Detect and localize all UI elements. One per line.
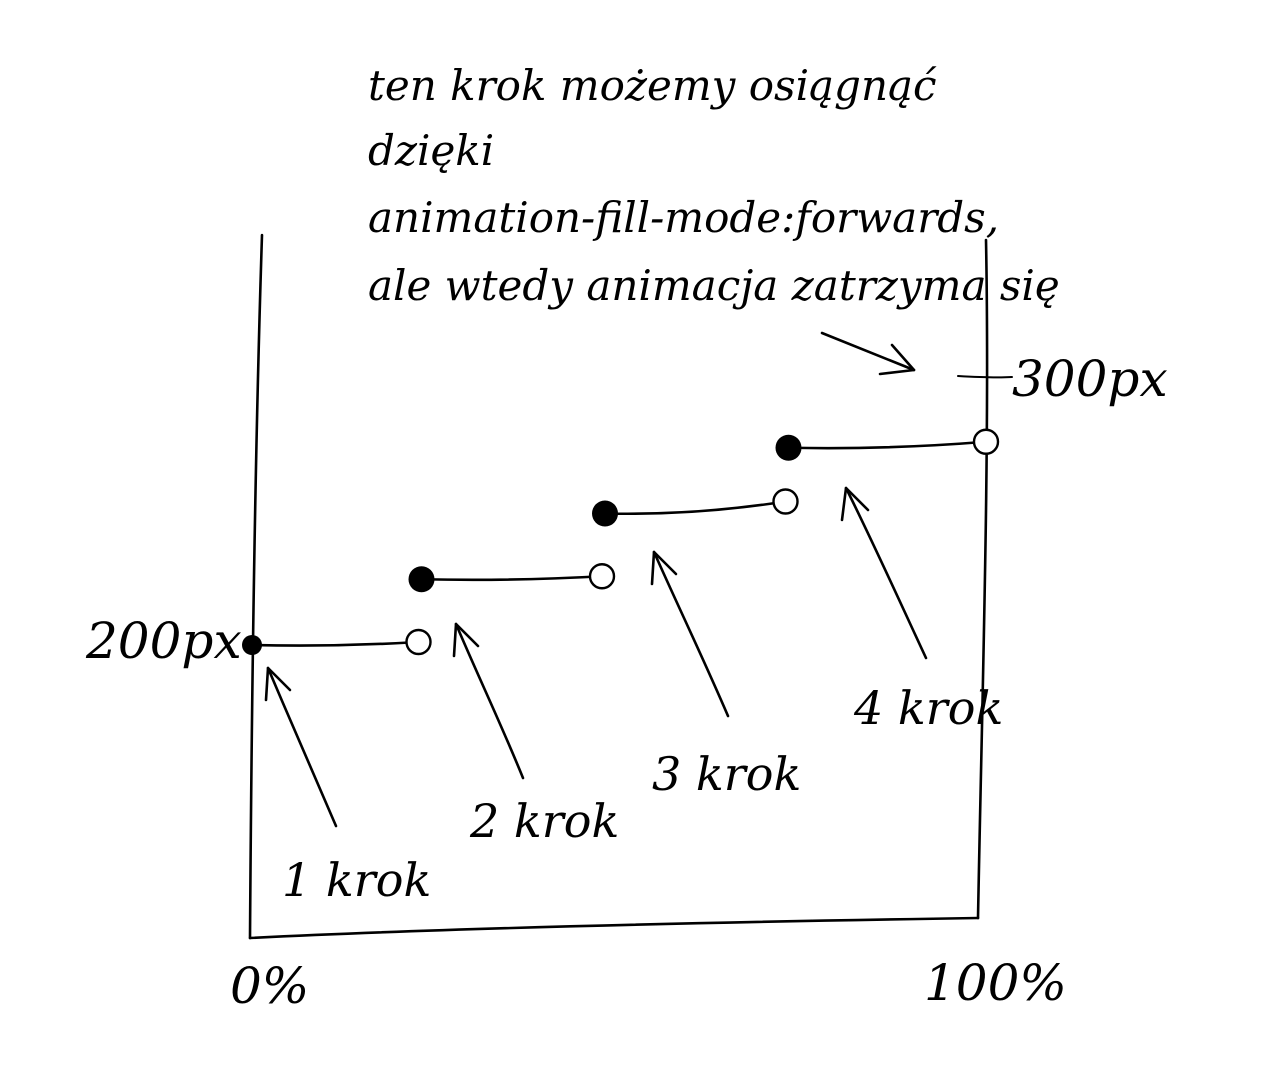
x-axis-end-label: 100% [924,954,1067,1012]
step-arrow-3-head [650,550,678,586]
y-axis-line [248,233,264,940]
step-end-marker-2 [588,563,616,590]
y-axis-low-label: 200px [85,612,242,670]
step-segment-line-2 [420,574,604,582]
x-axis-line [248,916,980,940]
step-start-marker-2 [408,566,435,593]
step-segment-line-1 [250,640,420,647]
axis-frame [248,233,989,940]
step-label-4: 4 krok [853,681,1003,735]
step-start-marker-1 [242,635,262,655]
step-arrow-1 [266,666,338,828]
x-axis-start-label: 0% [230,957,309,1015]
step-pointer-arrows [264,486,928,828]
step-segment-line-4 [787,440,988,450]
step-end-marker-1 [405,628,432,656]
step-label-1: 1 krok [282,853,431,907]
annotation-arrow [820,331,916,376]
step-start-marker-3 [592,500,618,527]
step-label-2: 2 krok [469,794,619,848]
step-arrow-2 [454,622,525,780]
annotation-arrow-head [878,343,916,376]
annotation-note: ten krok możemy osiągnąć dzięki animatio… [368,61,1060,310]
step-segment-line-3 [603,500,787,516]
annotation-arrow-shaft [820,331,916,372]
y-axis-high-label: 300px [1012,350,1168,408]
step-arrow-3 [652,550,730,718]
annotation-line-2: dzięki [368,126,494,175]
step-label-3: 3 krok [652,747,801,801]
step-arrow-2-head [452,622,480,658]
step-segments [242,428,1000,656]
step-arrow-4 [844,486,928,660]
step-arrow-1-head [264,666,292,702]
step-end-marker-4 [972,428,1000,455]
annotation-line-4: ale wtedy animacja zatrzyma się [368,261,1060,310]
step-end-marker-3 [772,488,799,515]
annotation-line-1: ten krok możemy osiągnąć [368,61,937,110]
annotation-line-3: animation-fill-mode:forwards, [368,193,999,242]
y-high-tick [957,375,1013,379]
right-boundary-line [976,238,989,920]
step-arrow-4-head [840,486,870,522]
step-start-marker-4 [775,434,802,461]
